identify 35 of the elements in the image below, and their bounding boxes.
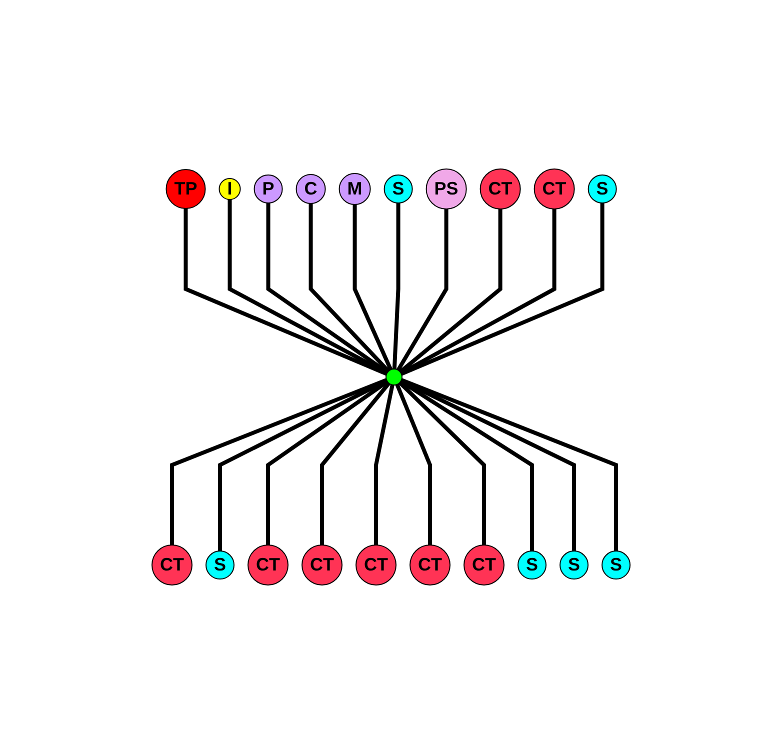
node-circle: CT <box>301 544 342 586</box>
node-circle: M <box>338 173 371 205</box>
node-circle: S <box>602 550 631 580</box>
connector <box>266 380 389 545</box>
node-circle: PS <box>426 168 467 210</box>
node-circle: CT <box>247 544 288 586</box>
connector <box>392 203 400 370</box>
node-circle: CT <box>409 544 450 586</box>
connector <box>398 209 502 374</box>
connector <box>170 378 388 545</box>
node-circle: CT <box>463 544 504 586</box>
connector <box>308 204 390 373</box>
connector <box>395 384 432 545</box>
node-circle: S <box>205 550 234 580</box>
node-circle: TP <box>166 168 206 209</box>
node-circle: CT <box>534 168 575 210</box>
connector <box>374 384 394 545</box>
connector <box>320 382 390 545</box>
connector <box>352 204 393 370</box>
node-circle: I <box>218 178 241 200</box>
node-circle: S <box>517 550 546 580</box>
connector <box>184 208 388 376</box>
connector <box>400 203 604 376</box>
node-circle: C <box>296 174 326 204</box>
node-circle: S <box>588 174 617 204</box>
node-circle: CT <box>480 168 521 210</box>
node-circle: S <box>560 550 589 580</box>
node-circle: CT <box>151 544 192 586</box>
node-circle: CT <box>355 544 396 586</box>
node-circle <box>386 368 402 386</box>
connector <box>398 381 486 545</box>
node-circle: S <box>384 174 413 204</box>
node-circle: P <box>254 174 283 204</box>
connector <box>400 378 618 551</box>
connector <box>396 209 448 372</box>
